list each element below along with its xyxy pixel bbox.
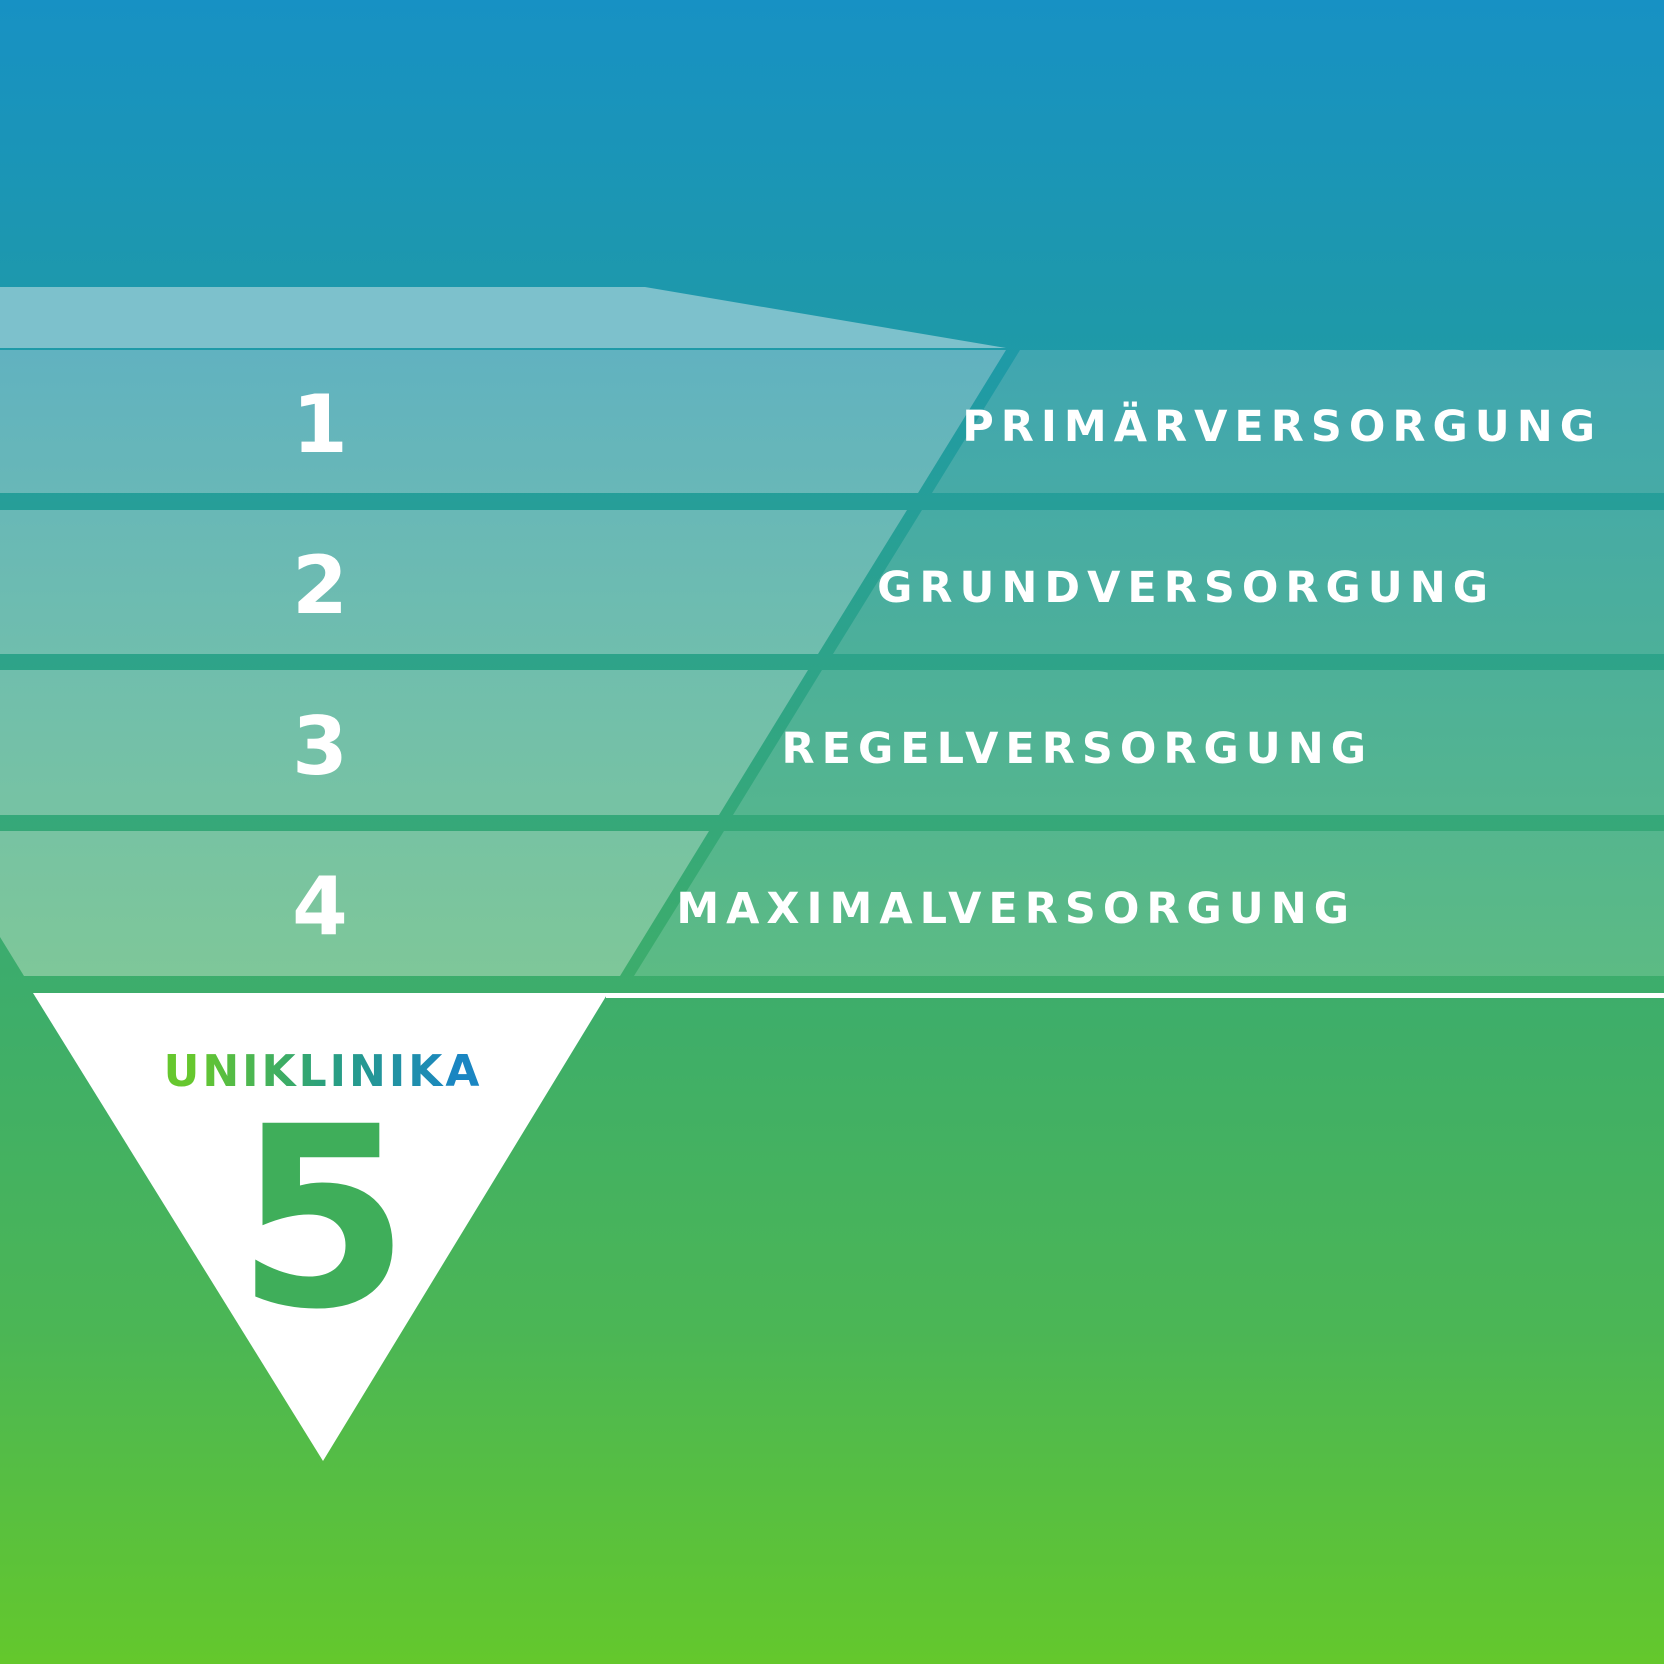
level-label-4: MAXIMALVERSORGUNG bbox=[676, 884, 1356, 934]
label-panel-4 bbox=[634, 831, 1664, 976]
funnel-band-2 bbox=[0, 510, 907, 654]
level-number-4: 4 bbox=[292, 860, 348, 953]
uniklinika-triangle bbox=[33, 993, 608, 1461]
level-label-3: REGELVERSORGUNG bbox=[781, 724, 1373, 774]
funnel-band-4 bbox=[0, 831, 709, 976]
level-number-5: 5 bbox=[236, 1073, 410, 1364]
label-panel-3 bbox=[733, 670, 1664, 815]
divider-line bbox=[606, 993, 1664, 998]
label-panel-1 bbox=[932, 350, 1664, 493]
level-number-2: 2 bbox=[292, 539, 348, 632]
funnel-band-1 bbox=[0, 350, 1006, 493]
level-label-2: GRUNDVERSORGUNG bbox=[877, 563, 1495, 613]
label-panel-2 bbox=[833, 510, 1664, 654]
funnel-band-3 bbox=[0, 670, 808, 815]
level-label-1: PRIMÄRVERSORGUNG bbox=[962, 401, 1602, 452]
funnel-lid bbox=[0, 287, 1006, 348]
level-number-3: 3 bbox=[292, 700, 348, 793]
uniklinika-brand: UNIKLINIKA bbox=[164, 1046, 483, 1097]
level-number-1: 1 bbox=[292, 378, 348, 471]
